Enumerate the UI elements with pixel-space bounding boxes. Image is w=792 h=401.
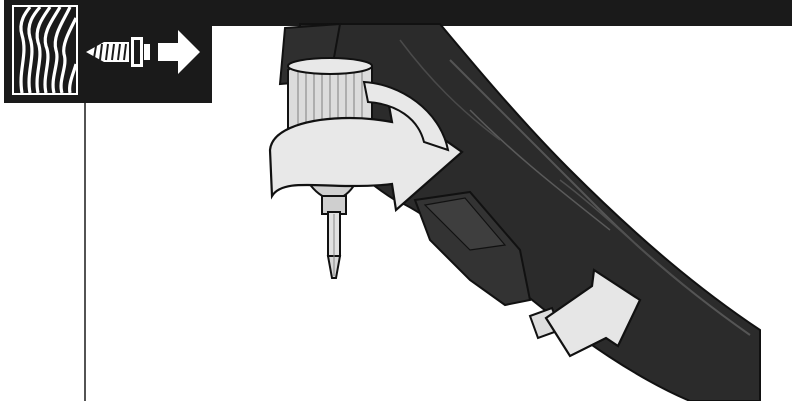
push-arrow-icon — [544, 268, 642, 358]
icon-block — [4, 0, 212, 103]
screwdriver-bit — [326, 211, 342, 279]
rotate-clockwise-arrow-icon — [268, 80, 464, 213]
screw-icon — [86, 35, 150, 69]
wood-grain-icon — [12, 5, 78, 95]
arrow-right-icon — [158, 30, 200, 74]
cordless-screwdriver — [278, 22, 761, 401]
